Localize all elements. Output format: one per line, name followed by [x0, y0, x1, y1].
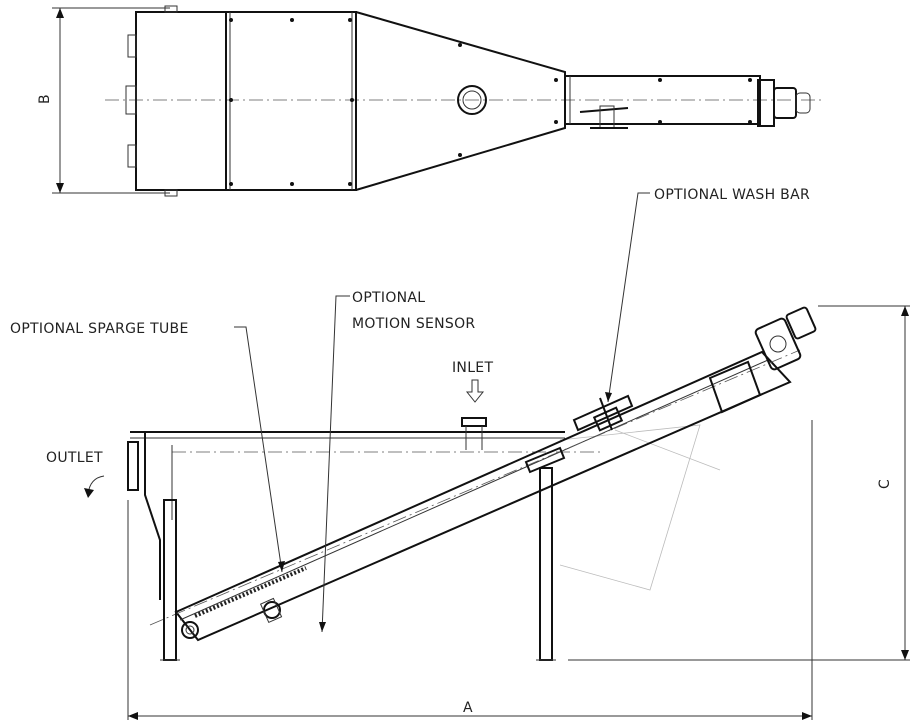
outlet-flange	[127, 441, 139, 491]
top-view: B	[37, 5, 825, 197]
dim-a-label: A	[463, 700, 473, 716]
dim-b-label: B	[37, 94, 53, 104]
inclined-conveyor-tube	[174, 350, 792, 642]
tank-end-section	[135, 11, 227, 191]
inlet-arrow-icon	[465, 379, 485, 403]
leg-rear	[539, 467, 553, 661]
inlet-flange-outer	[457, 85, 487, 115]
tank-end-wall	[144, 432, 161, 600]
drive-motor-side	[754, 306, 817, 371]
sparge-tube-leader	[234, 326, 283, 573]
wash-bar-side	[572, 394, 634, 432]
drive-motor-top	[773, 87, 797, 119]
dim-c-label: C	[877, 479, 893, 489]
label-sparge-tube: OPTIONAL SPARGE TUBE	[10, 321, 189, 337]
bracket-top	[127, 34, 137, 58]
tank-mid-section	[225, 11, 357, 191]
leg-front	[163, 499, 177, 661]
label-outlet: OUTLET	[46, 450, 103, 466]
bracket-mid	[125, 85, 137, 115]
wash-bar-leader	[607, 192, 650, 403]
callout-leaders	[234, 192, 650, 633]
motion-sensor	[263, 601, 281, 619]
inlet-flange-inner	[462, 90, 482, 110]
wash-bar-top	[579, 107, 629, 113]
hopper-taper	[355, 11, 566, 191]
bottom-end-cap	[181, 621, 199, 639]
inlet-nozzle-flange	[461, 417, 487, 427]
bracket-bottom	[127, 144, 137, 168]
conveyor-tube-top	[564, 75, 761, 125]
leg-bracket	[524, 446, 566, 474]
ghost-discharge-outline	[559, 424, 701, 591]
label-motion-sensor-line2: MOTION SENSOR	[352, 316, 475, 332]
conveyor-centerline	[149, 349, 801, 626]
label-wash-bar: OPTIONAL WASH BAR	[654, 187, 810, 203]
label-motion-sensor-line1: OPTIONAL	[352, 290, 425, 306]
side-view: C A	[84, 305, 910, 720]
discharge-chute	[708, 360, 762, 414]
motion-sensor-leader	[321, 295, 350, 633]
label-inlet: INLET	[452, 360, 493, 376]
sparge-tube	[194, 566, 307, 618]
top-bolts	[229, 18, 752, 186]
